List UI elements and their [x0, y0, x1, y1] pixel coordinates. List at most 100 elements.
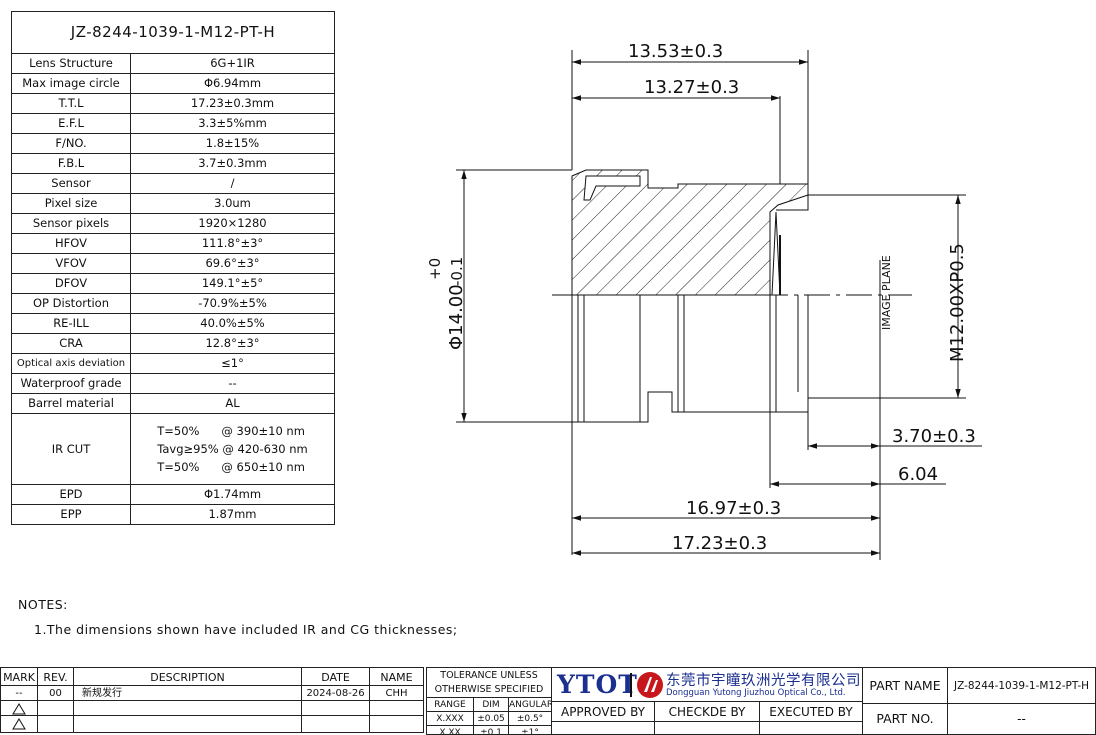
spec-value: 69.6°±3°: [130, 253, 335, 274]
company-name-en: Dongguan Yutong Jiuzhou Optical Co., Ltd…: [666, 688, 846, 698]
spec-value: AL: [130, 393, 335, 414]
dim-diameter-tol-upper: +0: [426, 258, 444, 280]
lens-upper-section: [571, 169, 809, 296]
rev-row1-rev: 00: [37, 685, 74, 701]
checked-by-label: CHECKDE BY: [654, 701, 760, 722]
dim-1353: 13.53±0.3: [628, 41, 723, 62]
dim-fbl: 3.70±0.3: [892, 426, 976, 447]
tol-r1-dim: ±0.05: [473, 711, 509, 726]
lens-lower-outline: [571, 295, 809, 423]
spec-key: Sensor pixels: [11, 213, 131, 234]
th-name: NAME: [369, 667, 424, 686]
part-name-value: JZ-8244-1039-1-M12-PT-H: [947, 667, 1096, 704]
approved-by-label: APPROVED BY: [551, 701, 655, 722]
spec-key: Pixel size: [11, 193, 131, 214]
rev-row3-mark: [0, 715, 38, 733]
dim-604: 6.04: [898, 464, 938, 485]
tolerance-title-line2: OTHERWISE SPECIFIED: [434, 684, 544, 695]
rev-row2-mark: [0, 700, 38, 716]
part-no-value: --: [947, 703, 1096, 735]
spec-key: Lens Structure: [11, 53, 131, 74]
spec-value: 3.0um: [130, 193, 335, 214]
spec-key: F/NO.: [11, 133, 131, 154]
brand-logo-text: YTOT: [557, 670, 638, 699]
rev-row1-name: CHH: [369, 685, 424, 701]
tolerance-title: TOLERANCE UNLESS OTHERWISE SPECIFIED: [426, 667, 552, 698]
spec-value-ir-cut: T=50% @ 390±10 nm Tavg≥95% @ 420-630 nm T=…: [130, 413, 335, 485]
part-no-label: PART NO.: [862, 703, 948, 735]
tol-r1-angular: ±0.5°: [508, 711, 552, 726]
spec-row: Sensor/: [11, 173, 335, 194]
dim-diameter-tol-lower: -0.1: [448, 257, 466, 286]
spec-row: OP Distortion-70.9%±5%: [11, 293, 335, 314]
spec-key: Waterproof grade: [11, 373, 131, 394]
rev-row3-rev: [37, 715, 74, 733]
ir-cut-line: T=50% @ 390±10 nm: [157, 423, 305, 438]
th-date: DATE: [301, 667, 370, 686]
dim-diameter: Φ14.00: [446, 284, 467, 350]
notes-item-1: 1.The dimensions shown have included IR …: [34, 622, 458, 637]
th-rev: REV.: [37, 667, 74, 686]
rev-row3-name: [369, 715, 424, 733]
dim-1723: 17.23±0.3: [672, 533, 767, 554]
company-logo-icon: [637, 672, 663, 698]
spec-value: Φ6.94mm: [130, 73, 335, 94]
th-mark: MARK: [0, 667, 38, 686]
tol-r2-dim: ±0.1: [473, 725, 509, 735]
spec-value: 1.8±15%: [130, 133, 335, 154]
spec-value: -70.9%±5%: [130, 293, 335, 314]
spec-title: JZ-8244-1039-1-M12-PT-H: [11, 11, 335, 54]
dim-1327: 13.27±0.3: [644, 77, 739, 98]
spec-value: 111.8°±3°: [130, 233, 335, 254]
brand-divider: [630, 673, 632, 697]
tol-r2-range: X.XX: [426, 725, 474, 735]
notes-heading: NOTES:: [18, 597, 68, 612]
ir-cut-line: Tavg≥95% @ 420-630 nm: [157, 441, 308, 456]
rev-row3-description: [73, 715, 302, 733]
rev-row3-date: [301, 715, 370, 733]
spec-row: F/NO.1.8±15%: [11, 133, 335, 154]
tol-r2-angular: ±1°: [508, 725, 552, 735]
rev-row2-description: [73, 700, 302, 716]
rev-row1-mark: --: [0, 685, 38, 701]
rev-row2-date: [301, 700, 370, 716]
dim-1697: 16.97±0.3: [686, 498, 781, 519]
tol-h-dim: DIM: [473, 697, 509, 712]
image-plane-label: IMAGE PLANE: [880, 255, 893, 330]
rev-row1-description: 新规发行: [73, 685, 302, 701]
ir-cut-line: T=50% @ 650±10 nm: [157, 459, 305, 474]
tol-h-range: RANGE: [426, 697, 474, 712]
dim-thread: M12.00XP0.5: [947, 243, 968, 362]
th-description: DESCRIPTION: [73, 667, 302, 686]
revision-triangle-icon: [12, 718, 26, 730]
company-block: YTOT 东莞市宇瞳玖洲光学有限公司 Dongguan Yutong Jiuzh…: [551, 667, 863, 702]
spec-row: Optical axis deviation≤1°: [11, 353, 335, 374]
executed-by-label: EXECUTED BY: [759, 701, 863, 722]
rev-row2-name: [369, 700, 424, 716]
company-name-cn: 东莞市宇瞳玖洲光学有限公司: [666, 673, 861, 689]
spec-key: EPP: [11, 504, 131, 525]
part-name-label: PART NAME: [862, 667, 948, 704]
spec-value: 1.87mm: [130, 504, 335, 525]
spec-key: Sensor: [11, 173, 131, 194]
spec-key: HFOV: [11, 233, 131, 254]
rev-row2-rev: [37, 700, 74, 716]
ir-cut-lines: T=50% @ 390±10 nm Tavg≥95% @ 420-630 nm T=…: [157, 422, 307, 476]
revision-triangle-icon: [12, 703, 26, 715]
tolerance-title-line1: TOLERANCE UNLESS: [440, 670, 538, 681]
rev-row1-date: 2024-08-26: [301, 685, 370, 701]
tol-h-angular: ANGULAR: [508, 697, 552, 712]
tol-r1-range: X.XXX: [426, 711, 474, 726]
